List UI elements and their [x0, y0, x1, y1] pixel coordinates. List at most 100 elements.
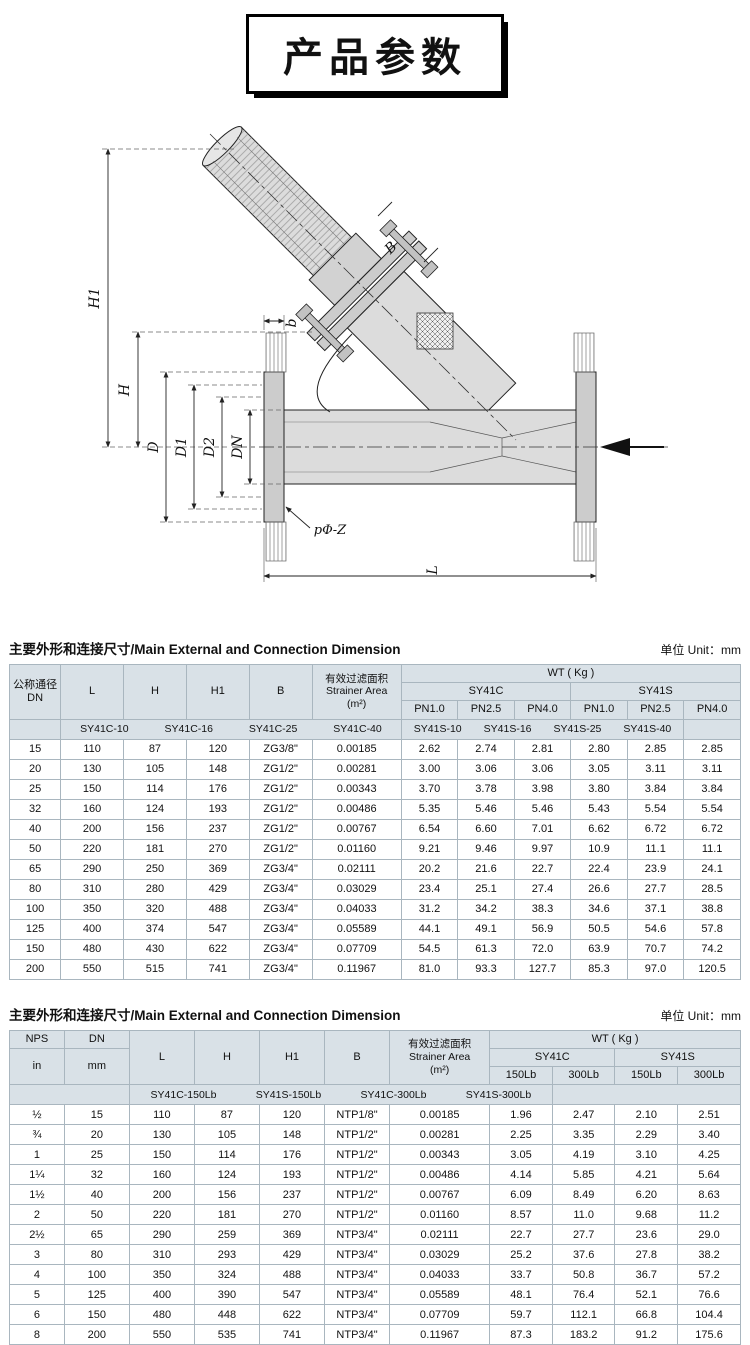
table-cell: 400	[60, 918, 125, 940]
table-cell: NTP1/2"	[323, 1144, 391, 1166]
col-header-h: H	[193, 1029, 260, 1086]
col-header-area: 有效过滤面积 Strainer Area (m²)	[311, 664, 402, 720]
table-cell: 104.4	[677, 1304, 741, 1326]
dim-label-dn: DN	[230, 435, 246, 460]
table-cell: 33.7	[489, 1264, 553, 1286]
table-cell: 87	[123, 738, 187, 760]
table-cell: 0.00281	[311, 758, 402, 780]
table-cell: 429	[258, 1244, 326, 1266]
table-cell: ZG3/4"	[248, 938, 313, 960]
table-cell: 87	[193, 1104, 260, 1126]
table-cell: 6.20	[614, 1184, 679, 1206]
table-cell: 369	[258, 1224, 326, 1246]
table-cell: 6.72	[683, 818, 741, 840]
table-cell: 176	[258, 1144, 326, 1166]
table-cell: 112.1	[551, 1304, 616, 1326]
table-cell: 81.0	[400, 958, 459, 980]
table-cell: 61.3	[457, 938, 515, 960]
col-header-h: H	[123, 664, 187, 720]
table-cell: 105	[193, 1124, 260, 1146]
table-cell: 741	[185, 958, 250, 980]
table-cell: NTP3/4"	[323, 1264, 391, 1286]
model-code: SY41S-16	[483, 723, 532, 736]
table-cell: 32	[63, 1164, 130, 1186]
table-cell: 2.74	[457, 738, 515, 760]
table-cell: 1	[9, 1144, 65, 1166]
col-header-pn: PN2.5	[626, 700, 685, 720]
table-cell: 237	[185, 818, 250, 840]
table-cell: ZG3/4"	[248, 858, 313, 880]
table-cell: 20	[63, 1124, 130, 1146]
model-code: SY41C-150Lb	[150, 1088, 217, 1101]
table-cell: 4	[9, 1264, 65, 1286]
table-cell: 0.02111	[389, 1224, 491, 1246]
table-cell: 5.54	[626, 798, 685, 820]
table-cell: 150	[63, 1304, 130, 1326]
dimension-lines	[105, 148, 597, 579]
table-cell: 22.7	[489, 1224, 553, 1246]
table-cell: 1.96	[489, 1104, 553, 1126]
table-cell: 270	[258, 1204, 326, 1226]
model-code: SY41S-10	[413, 723, 462, 736]
table-cell: 31.2	[400, 898, 459, 920]
table-cell: 50.5	[570, 918, 628, 940]
table-cell: 23.4	[400, 878, 459, 900]
table-cell: 37.1	[626, 898, 685, 920]
table-cell: 48.1	[489, 1284, 553, 1306]
col-header-lb: 150Lb	[489, 1065, 553, 1086]
table-cell: 85.3	[570, 958, 628, 980]
table-cell: 6.62	[570, 818, 628, 840]
table-cell: NTP3/4"	[323, 1224, 391, 1246]
table-cell: 5.54	[683, 798, 741, 820]
centerlines	[209, 133, 668, 448]
table-cell: 120.5	[683, 958, 741, 980]
model-codes: SY41C-150Lb SY41S-150Lb SY41C-300Lb SY41…	[128, 1084, 553, 1106]
col-header-dn: DN	[63, 1029, 130, 1049]
table-cell: ZG3/8"	[248, 738, 313, 760]
table-cell: 52.1	[614, 1284, 679, 1306]
table-cell: ZG1/2"	[248, 838, 313, 860]
strainer-mesh	[416, 312, 454, 350]
table-cell: 66.8	[614, 1304, 679, 1326]
table-cell: 20.2	[400, 858, 459, 880]
table-cell: 87.3	[489, 1324, 553, 1345]
col-group-sy41s: SY41S	[570, 682, 741, 702]
table-cell: 6.54	[400, 818, 459, 840]
table-cell: 0.01160	[389, 1204, 491, 1226]
table-cell: 22.7	[513, 858, 572, 880]
table-cell: 27.4	[513, 878, 572, 900]
table-cell: 80	[8, 878, 62, 900]
table-cell: 11.1	[626, 838, 685, 860]
extension-lines-solid	[263, 315, 597, 582]
col-header-mm: mm	[63, 1047, 130, 1086]
table-cell: 550	[128, 1324, 195, 1345]
table-cell: 310	[128, 1244, 195, 1266]
model-code: SY41S-300Lb	[465, 1088, 532, 1101]
table-cell: ZG3/4"	[248, 878, 313, 900]
section-header-metric: 主要外形和连接尺寸/Main External and Connection D…	[0, 638, 750, 658]
flow-direction-arrow	[600, 438, 664, 456]
table-cell: 290	[128, 1224, 195, 1246]
table-cell: 49.1	[457, 918, 515, 940]
table-cell: 57.8	[683, 918, 741, 940]
col-header-lb: 300Lb	[677, 1065, 741, 1086]
table-cell: 50	[63, 1204, 130, 1226]
table-cell: 0.00185	[389, 1104, 491, 1126]
table-cell: 741	[258, 1324, 326, 1345]
table-cell: 8.63	[677, 1184, 741, 1206]
table-cell: 127.7	[513, 958, 572, 980]
table-cell: 515	[123, 958, 187, 980]
table-cell: 76.4	[551, 1284, 616, 1306]
table-cell: 0.00343	[311, 778, 402, 800]
table-cell: 488	[258, 1264, 326, 1286]
table-cell: 20	[8, 758, 62, 780]
dim-label-d2: D2	[202, 437, 218, 458]
